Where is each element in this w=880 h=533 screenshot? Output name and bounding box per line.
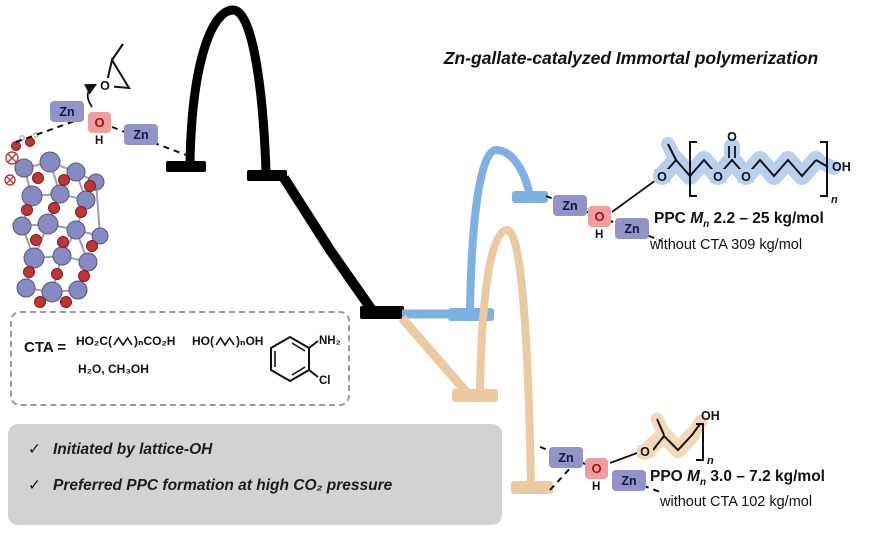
ppc-structure: O O O O OH n [653,130,851,206]
ppc-carbonyl-o-label: O [727,130,737,144]
ppc-n-subscript: n [831,194,838,206]
zn-label: Zn [612,470,646,491]
cluster-surface-water [4,132,39,186]
ppc-without-cta-text: without CTA 309 kg/mol [650,237,803,253]
ppc-mn-text: PPC Mn 2.2 – 25 kg/mol [654,210,824,230]
finding-2-text: Preferred PPC formation at high CO₂ pres… [53,477,393,494]
ppc-o-label: O [713,170,723,184]
h-label: H [595,229,604,241]
zn-label: Zn [549,447,583,468]
figure-title: Zn-gallate-catalyzed Immortal polymeriza… [443,48,819,68]
h-label: H [95,135,104,147]
dashed-bond [15,116,87,143]
h-label: H [592,481,601,493]
ppo-n-subscript: n [707,455,714,467]
diol-prefix: HO( [192,334,214,348]
diacid-suffix: )ₙCO₂H [134,334,176,348]
ppc-o-label: O [741,170,751,184]
alkyl-chain-zigzag-icon [215,336,235,347]
key-findings-box: ✓ Initiated by lattice-OH ✓ Preferred PPC … [8,424,502,525]
ppo-name: PPO [650,468,683,485]
epoxide-o-label: O [100,79,110,93]
finding-1-text: Initiated by lattice-OH [53,441,213,458]
ppc-oh-label: OH [832,160,851,174]
epoxide-ring: O [97,43,131,93]
zn-label: Zn [124,124,158,145]
cta-diacid-formula: HO₂C( )ₙCO₂H [76,333,175,349]
dashed-bond [549,463,575,491]
mn-subscript: n [703,219,710,231]
cta-definition-box: CTA = HO₂C( )ₙCO₂H HO( )ₙOH H₂O, CH₃OH NH₂… [10,311,350,406]
nh2-label: NH₂ [319,335,341,347]
ppo-mn-text: PPO Mn 3.0 – 7.2 kg/mol [650,468,825,488]
ppc-o-label: O [657,170,667,184]
curved-arrow [83,83,98,108]
ppo-oh-label: OH [701,409,720,423]
finding-1: ✓ Initiated by lattice-OH [28,440,212,459]
ppo-without-cta-text: without CTA 102 kg/mol [660,494,813,510]
diacid-prefix: HO₂C( [76,334,112,348]
ppo-structure: O OH n [637,409,720,467]
cl-label: Cl [319,375,331,387]
o-label: O [88,112,111,133]
o-label: O [588,206,611,227]
ppc-name: PPC [654,210,686,227]
energy-path-black [166,5,404,319]
reaction-path-orange [398,225,553,494]
cta-diol-formula: HO( )ₙOH [192,333,263,349]
reaction-path-blue [402,145,548,321]
mn-subscript: n [699,477,707,489]
mn-symbol: M [690,210,704,227]
cluster-o-atoms [21,172,98,308]
diol-suffix: )ₙOH [236,334,264,348]
zn-gallate-cluster [4,132,109,308]
cta-label: CTA = [24,339,67,356]
chloroaniline-structure: NH₂ Cl [270,335,341,387]
cluster-zn-atoms [12,151,109,303]
zn-label: Zn [50,101,84,122]
mn-symbol: M [687,468,700,485]
ppo-mn-range: 3.0 – 7.2 kg/mol [710,468,825,485]
zn-o-polymer-bond [609,451,641,464]
ppc-mn-range: 2.2 – 25 kg/mol [713,210,824,227]
zn-label: Zn [615,218,649,239]
zn-o-polymer-bond [611,179,657,213]
zn-label: Zn [553,195,587,216]
check-icon: ✓ [28,477,41,494]
o-label: O [585,458,608,479]
cta-solvents: H₂O, CH₃OH [78,362,149,376]
check-icon: ✓ [28,441,41,458]
ppo-o-label: O [640,445,650,459]
finding-2: ✓ Preferred PPC formation at high CO₂ pre… [28,476,392,495]
alkyl-chain-zigzag-icon [113,336,133,347]
